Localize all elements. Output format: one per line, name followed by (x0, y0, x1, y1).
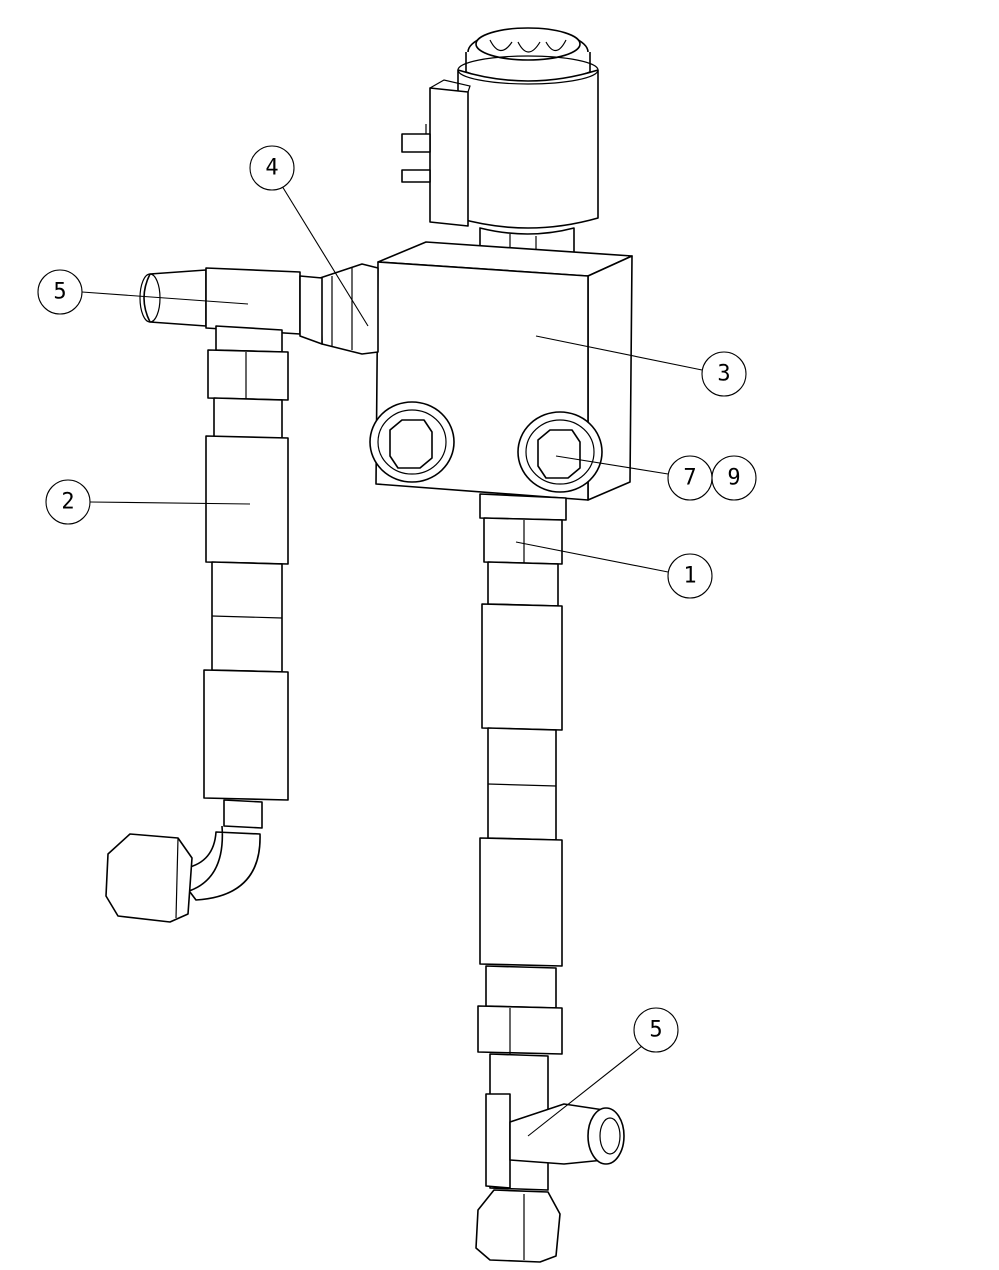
balloon-label: 5 (649, 1018, 662, 1043)
balloon-5-lower: 5 (633, 1007, 679, 1053)
balloon-label: 5 (53, 280, 66, 305)
leader-5-lower (527, 1045, 643, 1137)
hose-assembly-right (477, 493, 567, 1055)
leader-4 (281, 185, 369, 327)
hose-assembly-left (105, 349, 289, 923)
leader-2 (89, 501, 251, 505)
adapter-fitting-4 (319, 263, 379, 355)
balloon-2: 2 (45, 479, 91, 525)
balloon-label: 3 (717, 362, 730, 387)
balloon-label: 1 (683, 564, 696, 589)
balloon-label: 9 (727, 466, 740, 491)
leader-lines (81, 185, 703, 1137)
leader-3 (535, 335, 703, 371)
balloon-3: 3 (701, 351, 747, 397)
solenoid-coil (401, 27, 599, 270)
balloon-label: 7 (683, 466, 696, 491)
leader-7-9 (555, 455, 669, 475)
balloon-label: 4 (265, 156, 278, 181)
tee-fitting-lower (475, 1053, 625, 1263)
valve-block (369, 241, 633, 501)
leader-5-upper (81, 291, 249, 305)
balloon-label: 2 (61, 490, 74, 515)
tee-fitting-upper (139, 267, 323, 353)
balloon-4: 4 (249, 145, 295, 191)
leader-1 (515, 541, 669, 573)
balloon-1: 1 (667, 553, 713, 599)
balloon-9: 9 (711, 455, 757, 501)
balloon-7: 7 (667, 455, 713, 501)
balloon-5-upper: 5 (37, 269, 83, 315)
